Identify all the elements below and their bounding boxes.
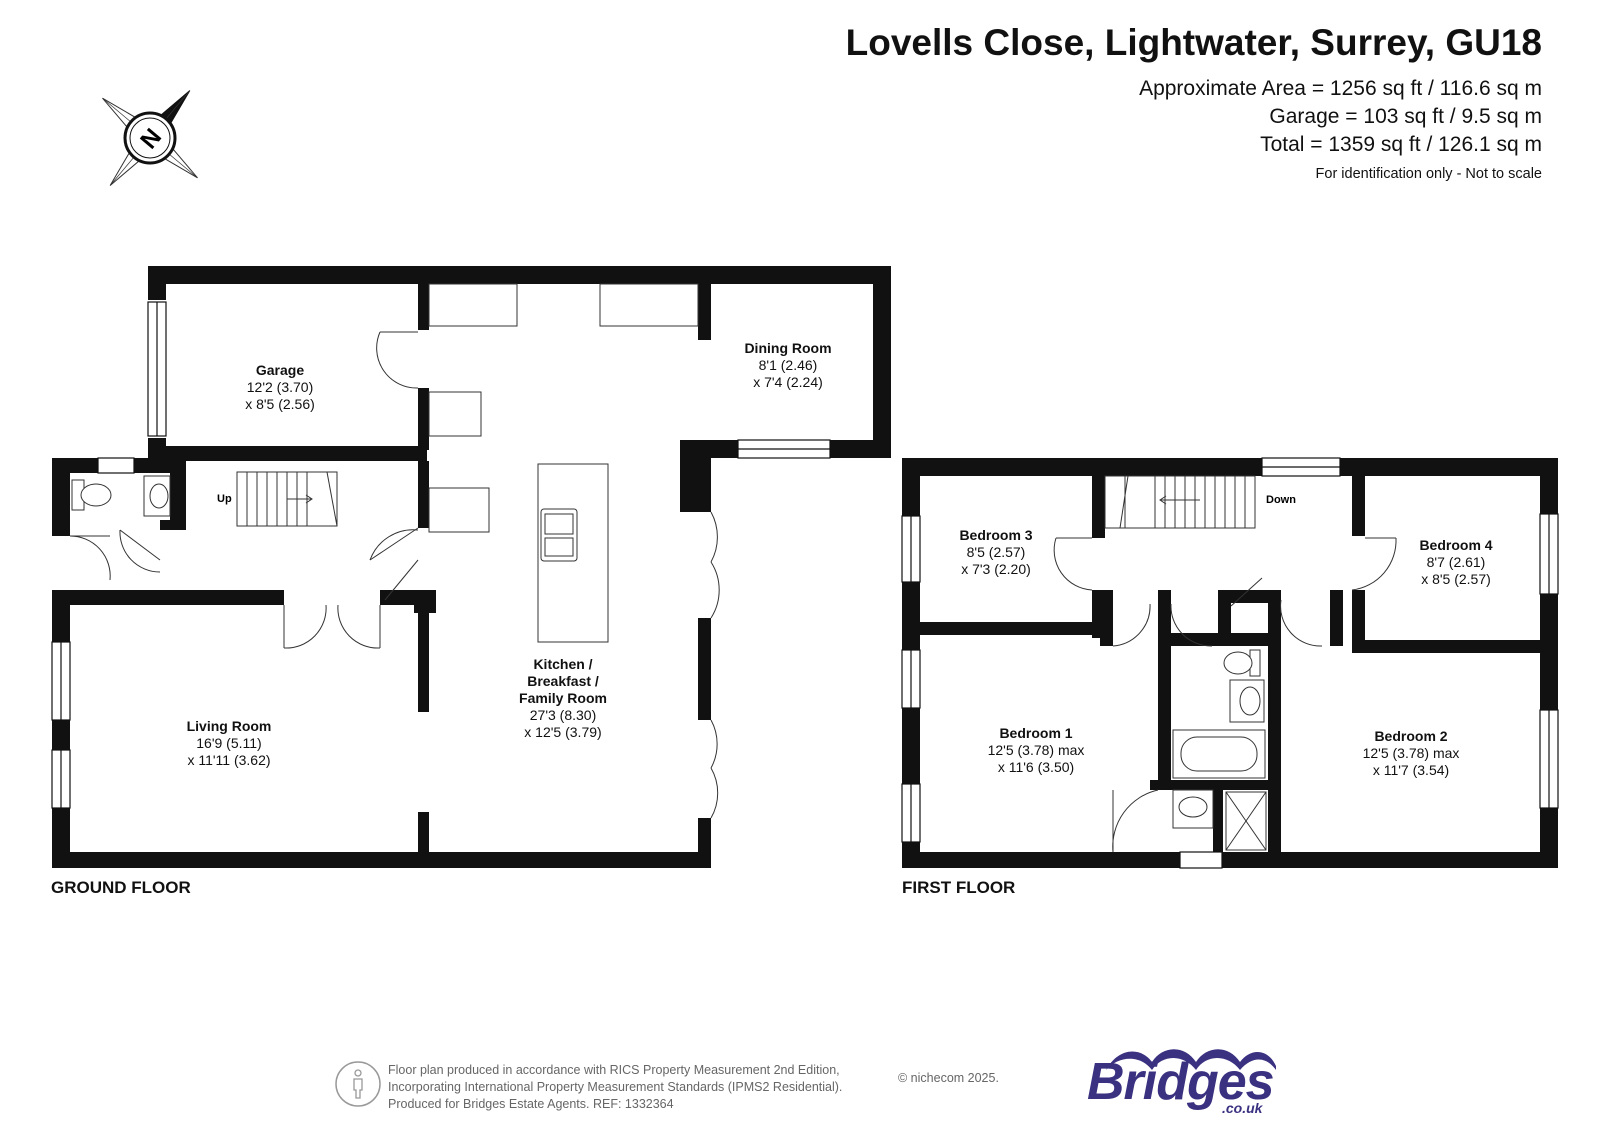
room-label-living: Living Room 16'9 (5.11) x 11'11 (3.62) [186,718,272,768]
stairs-down-label: Down [1266,494,1296,506]
footer-line-3: Produced for Bridges Estate Agents. REF:… [388,1097,674,1111]
copyright: © nichecom 2025. [898,1071,999,1085]
ground-stairs [236,471,338,527]
room-label-bedroom-3: Bedroom 3 8'5 (2.57) x 7'3 (2.20) [959,527,1033,577]
room-label-garage: Garage 12'2 (3.70) x 8'5 (2.56) [245,362,315,412]
brand-domain: .co.uk [1222,1100,1263,1116]
room-label-dining: Dining Room 8'1 (2.46) x 7'4 (2.24) [744,340,832,390]
ground-floor-walls [52,266,891,868]
brand-wave-icon [1106,1049,1276,1070]
room-label-bedroom-1: Bedroom 1 12'5 (3.78) max x 11'6 (3.50) [987,725,1085,775]
kitchen-fittings [428,283,699,643]
garage-area: Garage = 103 sq ft / 9.5 sq m [1269,105,1542,128]
first-floor-label: FIRST FLOOR [902,878,1016,897]
footer-line-2: Incorporating International Property Mea… [388,1080,843,1094]
first-bathroom-fixtures [1172,649,1267,851]
ground-floor-label: GROUND FLOOR [51,878,191,897]
total-area: Total = 1359 sq ft / 126.1 sq m [1260,133,1542,156]
compass-icon: N [102,90,198,186]
room-label-kitchen: Kitchen / Breakfast / Family Room 27'3 (… [519,656,607,740]
ipms-badge-icon [335,1061,381,1107]
room-label-bedroom-4: Bedroom 4 8'7 (2.61) x 8'5 (2.57) [1419,537,1493,587]
room-label-bedroom-2: Bedroom 2 12'5 (3.78) max x 11'7 (3.54) [1362,728,1460,778]
footer-line-1: Floor plan produced in accordance with R… [388,1063,840,1077]
ground-wc-fixtures [71,475,171,517]
stairs-up-label: Up [217,493,232,505]
property-title: Lovells Close, Lightwater, Surrey, GU18 [845,22,1542,63]
approximate-area: Approximate Area = 1256 sq ft / 116.6 sq… [1139,77,1542,100]
ground-floor-windows [51,301,831,809]
first-stairs [1104,475,1256,529]
first-floor-windows [901,457,1559,869]
footer-text: Floor plan produced in accordance with R… [388,1062,842,1113]
first-floor-doors [1053,537,1397,853]
disclaimer-note: For identification only - Not to scale [1315,166,1542,182]
brand-logo: Bridges [1087,1053,1275,1111]
ground-floor-doors [69,331,720,819]
